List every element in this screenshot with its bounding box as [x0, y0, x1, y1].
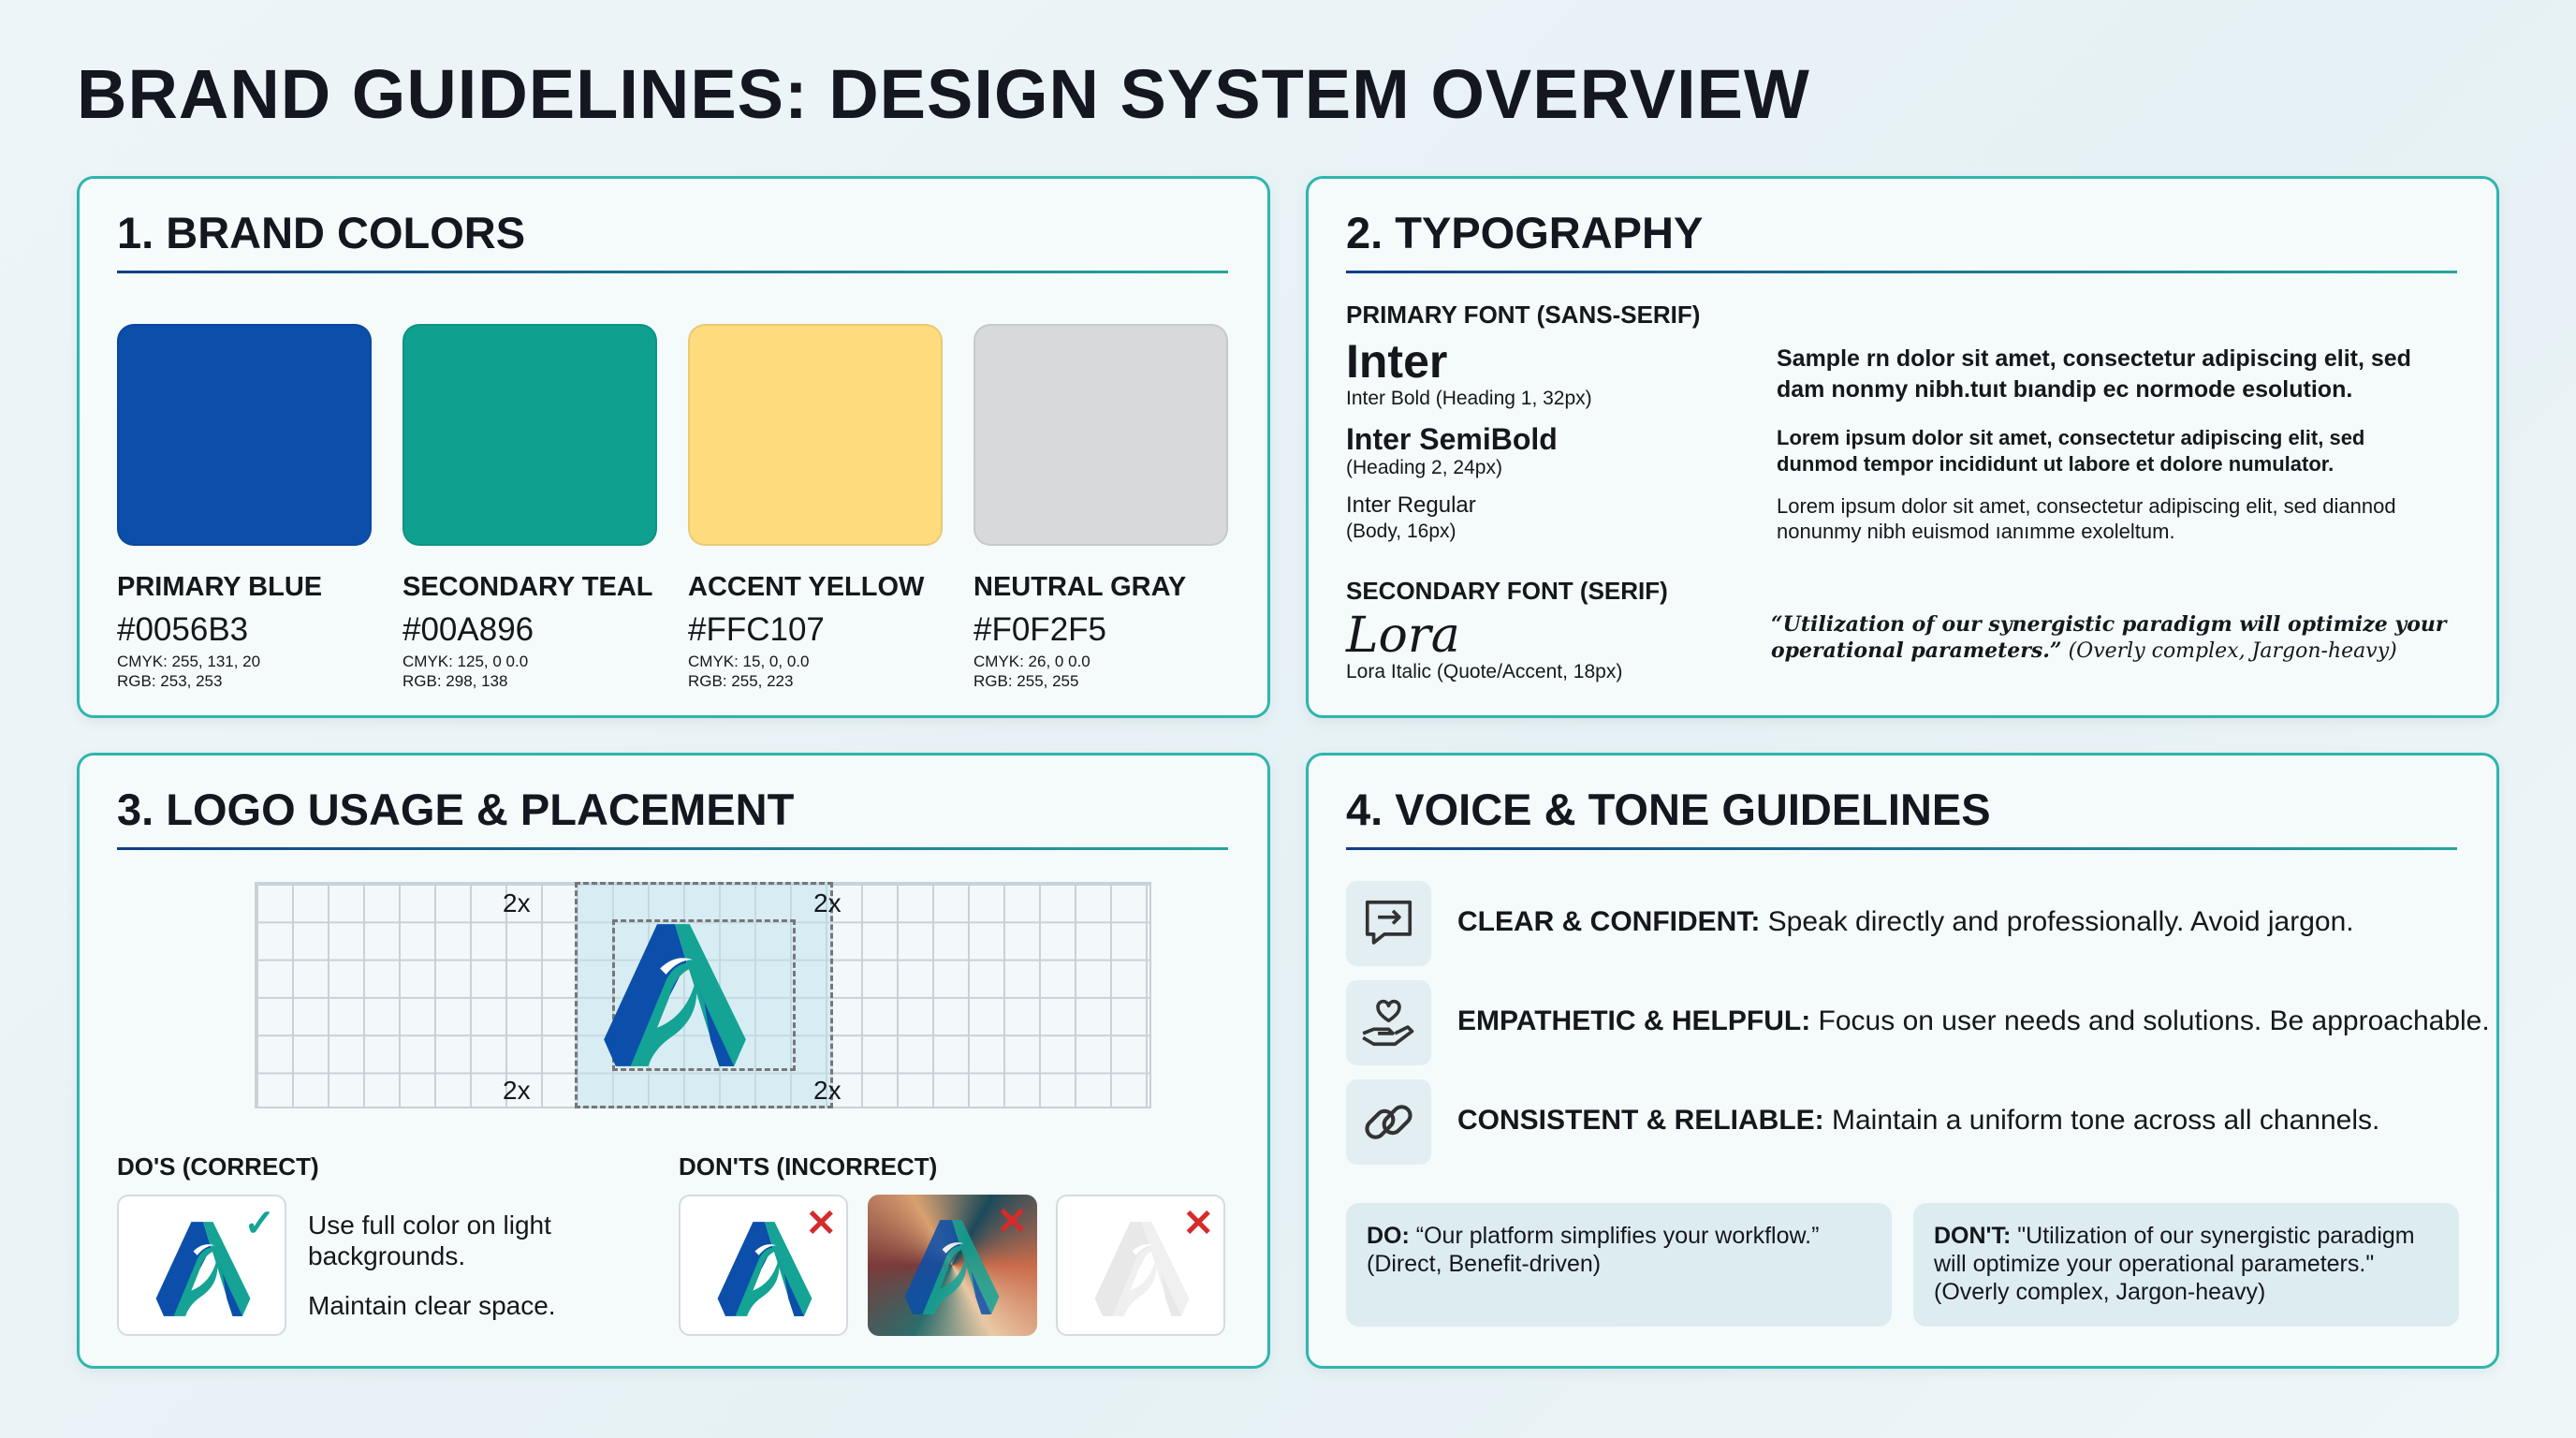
x-icon: ✕ [805, 1203, 837, 1244]
color-hex: #00A896 [402, 611, 534, 648]
chat-icon [1346, 881, 1431, 966]
brand-logo [1086, 1220, 1198, 1318]
brand-logo [583, 921, 767, 1069]
primary-font-label: PRIMARY FONT (SANS-SERIF) [1346, 301, 1701, 329]
divider [117, 847, 1228, 850]
color-name: SECONDARY TEAL [402, 572, 653, 602]
body-sample-text: Lorem ipsum dolor sit amet, consectetur … [1777, 494, 2396, 543]
brand-logo [147, 1220, 259, 1318]
brand-colors-panel: 1. BRAND COLORS PRIMARY BLUE #0056B3 CMY… [77, 176, 1270, 718]
do-example-logo: ✓ [117, 1195, 286, 1336]
check-icon: ✓ [243, 1203, 275, 1244]
lora-sample: Lora [1346, 608, 1460, 664]
x-icon: ✕ [996, 1201, 1028, 1242]
spacing-label: 2x [503, 1076, 531, 1105]
color-name: ACCENT YELLOW [688, 572, 925, 602]
brand-logo [709, 1220, 821, 1318]
inter-bold-sample: Inter [1346, 335, 1448, 388]
divider [1346, 271, 2457, 273]
spacing-label: 2x [503, 888, 531, 917]
inter-regular-sample: Inter Regular [1346, 492, 1476, 518]
color-swatch [402, 324, 657, 546]
heading2-sample-text: Lorem ipsum dolor sit amet, consectetur … [1777, 426, 2365, 476]
color-name: NEUTRAL GRAY [973, 572, 1187, 602]
logo-usage-panel: 3. LOGO USAGE & PLACEMENT 2x 2x 2x 2x DO… [77, 753, 1270, 1369]
heading1-sample-text: Sample rn dolor sit amet, consectetur ad… [1777, 345, 2411, 403]
clear-space-outer [575, 882, 833, 1108]
page-title: BRAND GUIDELINES: DESIGN SYSTEM OVERVIEW [77, 55, 1810, 133]
heart-hand-icon [1346, 980, 1431, 1065]
color-hex: #FFC107 [688, 611, 825, 648]
donts-label: DON'TS (INCORRECT) [679, 1152, 938, 1181]
color-hex: #F0F2F5 [973, 611, 1106, 648]
color-swatch [973, 324, 1228, 546]
panel-heading: 1. BRAND COLORS [117, 208, 526, 257]
secondary-font-label: SECONDARY FONT (SERIF) [1346, 577, 1668, 605]
color-swatch [688, 324, 943, 546]
color-name: PRIMARY BLUE [117, 572, 323, 602]
dont-example-distorted: ✕ [679, 1195, 848, 1336]
dos-label: DO'S (CORRECT) [117, 1152, 319, 1181]
lora-caption: Lora Italic (Quote/Accent, 18px) [1346, 661, 1623, 682]
semibold-caption: (Heading 2, 24px) [1346, 457, 1502, 478]
quote-sample-text: “Utilization of our synergistic paradigm… [1771, 612, 2447, 663]
voice-item-consistent: CONSISTENT & RELIABLE: Maintain a unifor… [1457, 1105, 2380, 1136]
color-hex: #0056B3 [117, 611, 249, 648]
x-icon: ✕ [1182, 1203, 1214, 1244]
spacing-label: 2x [813, 888, 842, 917]
regular-caption: (Body, 16px) [1346, 521, 1456, 542]
spacing-label: 2x [813, 1076, 842, 1105]
voice-item-empathetic: EMPATHETIC & HELPFUL: Focus on user need… [1457, 1005, 2490, 1036]
clear-space-inner [612, 919, 796, 1071]
divider [1346, 847, 2457, 850]
dont-example-busy-background: ✕ [868, 1195, 1037, 1336]
color-swatch [117, 324, 372, 546]
panel-heading: 4. VOICE & TONE GUIDELINES [1346, 785, 1991, 834]
inter-bold-caption: Inter Bold (Heading 1, 32px) [1346, 388, 1592, 409]
voice-item-clear: CLEAR & CONFIDENT: Speak directly and pr… [1457, 906, 2354, 937]
typography-panel: 2. TYPOGRAPHY PRIMARY FONT (SANS-SERIF) … [1306, 176, 2499, 718]
brand-logo [896, 1218, 1008, 1316]
panel-heading: 3. LOGO USAGE & PLACEMENT [117, 785, 795, 834]
dont-example-low-contrast: ✕ [1056, 1195, 1225, 1336]
inter-semibold-sample: Inter SemiBold [1346, 422, 1558, 456]
divider [117, 271, 1228, 273]
dont-example-box: DON'T: "Utilization of our synergistic p… [1913, 1203, 2459, 1327]
voice-tone-panel: 4. VOICE & TONE GUIDELINES CLEAR & CONFI… [1306, 753, 2499, 1369]
do-example-box: DO: “Our platform simplifies your workfl… [1346, 1203, 1892, 1327]
panel-heading: 2. TYPOGRAPHY [1346, 208, 1704, 257]
link-icon [1346, 1079, 1431, 1165]
